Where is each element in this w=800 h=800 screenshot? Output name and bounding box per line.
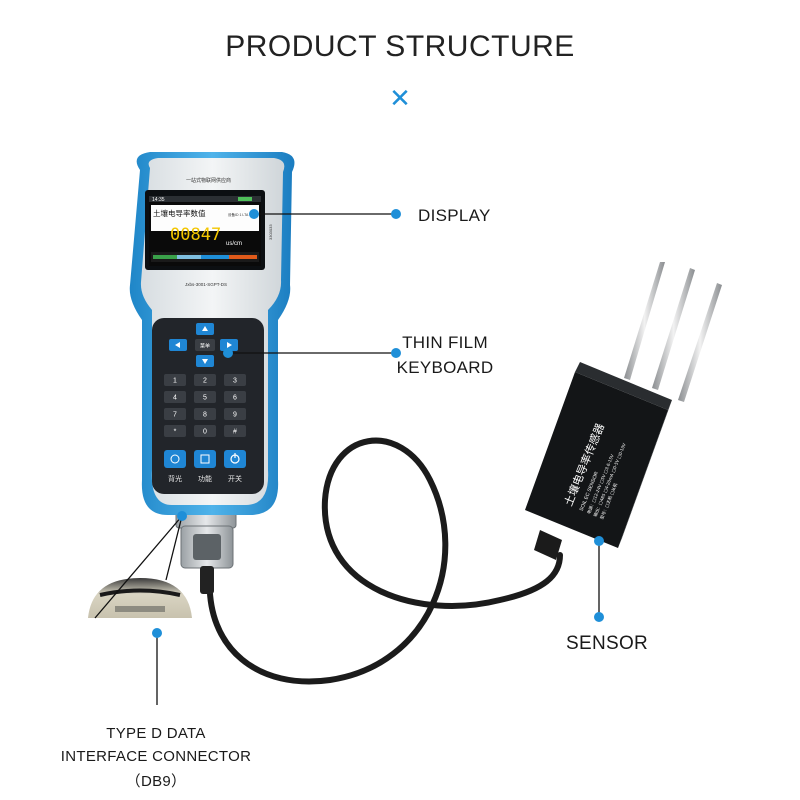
handheld-device: 14:35 土壤电导率数值 设备ID 1 LTA 00847 us/cm 一站式…: [129, 152, 295, 515]
key-6[interactable]: [224, 391, 246, 403]
key-3[interactable]: [224, 374, 246, 386]
screen-title: 土壤电导率数值: [153, 208, 206, 218]
model-text: Jxbs-3001-SGPT-DS: [185, 282, 227, 287]
key-4[interactable]: [164, 391, 186, 403]
key-label: 7: [173, 412, 177, 419]
reading-value: 00847: [170, 225, 221, 245]
key-7[interactable]: [164, 408, 186, 420]
label-connector-line1: TYPE D DATA: [106, 725, 206, 742]
function-keys: 背光 功能 开关: [164, 450, 246, 483]
label-connector-line3: （DB9）: [125, 773, 187, 790]
key-label: 5: [203, 395, 207, 402]
key-hash[interactable]: [224, 425, 246, 437]
status-time: 14:35: [152, 197, 165, 203]
key-label: #: [233, 429, 237, 436]
key-8[interactable]: [194, 408, 216, 420]
page-title: PRODUCT STRUCTURE: [225, 30, 575, 63]
power-label: 开关: [228, 474, 242, 483]
label-sensor: SENSOR: [566, 633, 649, 654]
dpad: 菜单: [169, 323, 238, 367]
key-label: 0: [203, 429, 207, 436]
key-label: 2: [203, 378, 207, 385]
label-keyboard-line1: THIN FILM: [402, 333, 488, 352]
label-keyboard-line2: KEYBOARD: [396, 358, 494, 377]
key-label: 9: [233, 412, 237, 419]
label-display: DISPLAY: [418, 206, 491, 225]
key-2[interactable]: [194, 374, 216, 386]
key-9[interactable]: [224, 408, 246, 420]
key-label: 1: [173, 378, 177, 385]
power-button[interactable]: [224, 450, 246, 468]
leader-dots: [152, 209, 604, 638]
cable: [206, 437, 563, 685]
menu-key[interactable]: 菜单: [200, 343, 210, 350]
leader-lines: [94, 213, 600, 705]
side-text: 3303033: [268, 224, 273, 240]
key-0[interactable]: [194, 425, 216, 437]
key-label: 3: [233, 378, 237, 385]
screen-sub: 设备ID 1 LTA: [228, 212, 249, 217]
brand-text: 一站式物联网供应商: [186, 177, 231, 184]
connector-detail: [88, 578, 192, 618]
backlight-label: 背光: [168, 474, 182, 483]
label-connector-line2: INTERFACE CONNECTOR: [60, 748, 252, 765]
key-label: 6: [233, 395, 237, 402]
key-1[interactable]: [164, 374, 186, 386]
sensor-body: 土壤电导率传感器 SOIL EC SENSOR 电源：□12-24V □5V □…: [525, 362, 672, 560]
function-label: 功能: [198, 474, 212, 483]
key-label: 8: [203, 412, 207, 419]
key-label: *: [174, 429, 177, 436]
number-keys: 1 2 3 4 5 6 7 8 9 * 0 #: [164, 374, 246, 437]
sensor-probes: [624, 262, 722, 402]
key-star[interactable]: [164, 425, 186, 437]
key-label: 4: [173, 395, 177, 402]
key-5[interactable]: [194, 391, 216, 403]
backlight-button[interactable]: [164, 450, 186, 468]
close-icon: ✕: [389, 84, 411, 114]
db9-connector: [175, 511, 237, 594]
reading-unit: us/cm: [226, 241, 242, 247]
function-button[interactable]: [194, 450, 216, 468]
